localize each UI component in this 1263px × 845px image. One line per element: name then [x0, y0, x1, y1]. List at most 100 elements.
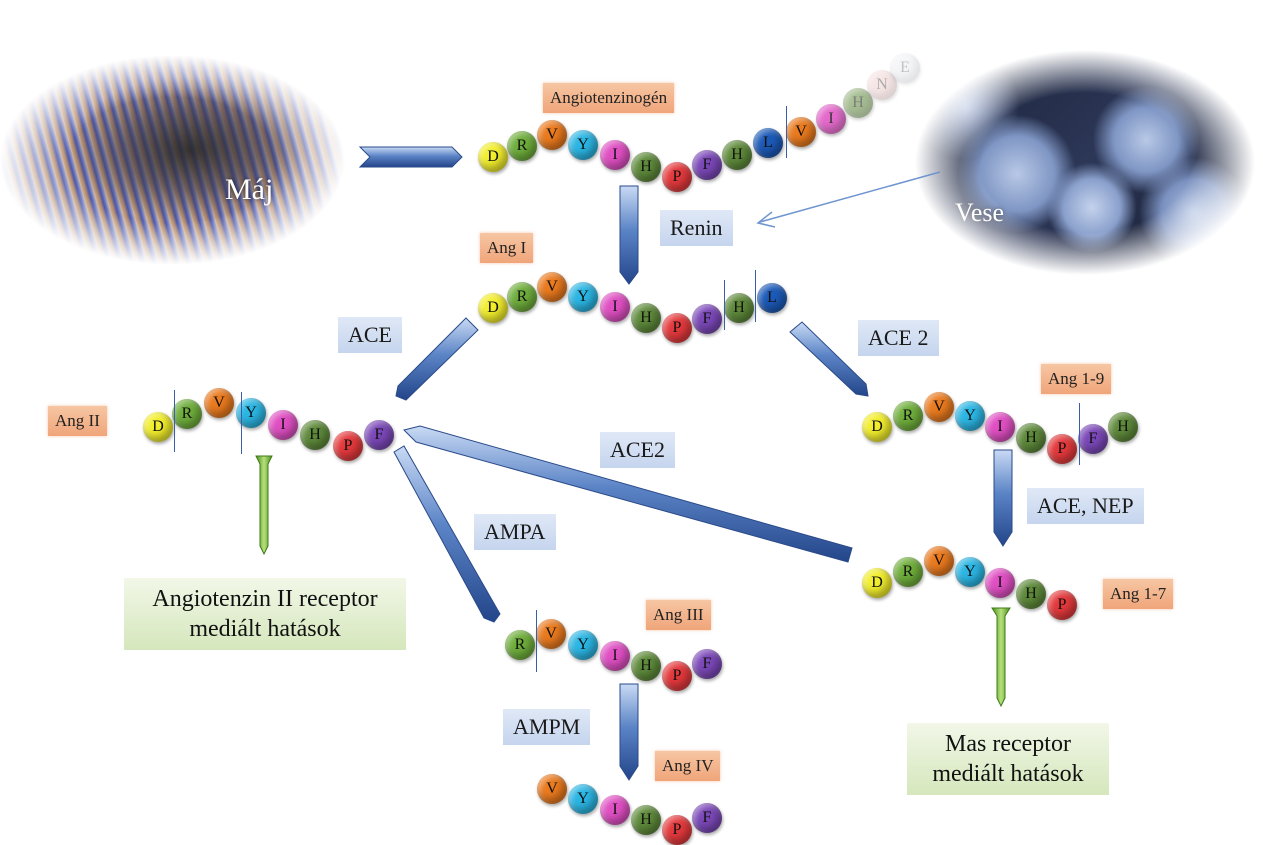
kidney-label: Vese — [955, 198, 1005, 227]
ang1-residue-F: F — [692, 304, 722, 334]
label-ang3: Ang III — [646, 600, 711, 630]
angiotensinogen-residue-H: H — [722, 140, 752, 170]
effect-at2-line1: Angiotenzin II receptor — [152, 586, 378, 612]
effect-mas-line1: Mas receptor — [945, 731, 1071, 757]
ang1-residue-Y: Y — [568, 282, 598, 312]
angiotensinogen-residue-V: V — [537, 120, 567, 150]
liver-label: Máj — [225, 173, 274, 206]
label-ang1: Ang I — [480, 233, 534, 263]
ang17-residue-P: P — [1047, 590, 1077, 620]
ang4-residue-H: H — [631, 805, 661, 835]
ang19-residue-Y: Y — [955, 401, 985, 431]
enzyme-ace-nep: ACE, NEP — [1027, 488, 1144, 524]
arrow-ang1-to-ang2 — [395, 317, 479, 401]
ang3-residue-V: V — [536, 619, 566, 649]
ang4-residue-I: I — [600, 795, 630, 825]
cleavage-ang1-a — [724, 280, 725, 330]
effect-mas-receptor: Mas receptor mediált hatások — [907, 723, 1109, 795]
cleavage-ang19 — [1079, 403, 1080, 465]
ang4-residue-F: F — [692, 803, 722, 833]
cleavage-ang2-a — [174, 390, 175, 452]
ang2-residue-R: R — [172, 399, 202, 429]
ang3-residue-I: I — [600, 641, 630, 671]
label-ang17: Ang 1-7 — [1103, 579, 1174, 609]
ang19-residue-D: D — [862, 412, 892, 442]
angiotensinogen-residue-H: H — [843, 88, 873, 118]
angiotensinogen-residue-E: E — [890, 53, 920, 83]
arrow-ang17-to-ang2 — [403, 425, 853, 563]
ang17-residue-H: H — [1016, 579, 1046, 609]
ang3-residue-H: H — [631, 651, 661, 681]
ang2-residue-I: I — [268, 410, 298, 440]
ang17-residue-D: D — [862, 568, 892, 598]
kidney-image: Vese — [915, 50, 1255, 275]
ang3-residue-R: R — [505, 630, 535, 660]
ang17-residue-I: I — [985, 568, 1015, 598]
angiotensinogen-residue-F: F — [692, 150, 722, 180]
ang17-residue-Y: Y — [955, 557, 985, 587]
effect-at2-receptor: Angiotenzin II receptor mediált hatások — [124, 578, 406, 650]
ang1-residue-V: V — [537, 272, 567, 302]
ang1-residue-R: R — [507, 282, 537, 312]
arrow-angiotensinogen-to-ang1 — [619, 185, 639, 285]
arrow-liver-to-angiotensinogen — [358, 146, 463, 168]
angiotensinogen-residue-I: I — [816, 104, 846, 134]
enzyme-ace2-right: ACE 2 — [858, 320, 939, 356]
ang19-residue-H: H — [1016, 423, 1046, 453]
enzyme-ace-left: ACE — [338, 317, 402, 353]
ang1-residue-H: H — [631, 303, 661, 333]
angiotensinogen-residue-P: P — [662, 162, 692, 192]
arrow-ang2-effects — [255, 455, 273, 556]
label-ang2: Ang II — [48, 406, 107, 436]
enzyme-renin: Renin — [660, 210, 733, 246]
ang2-residue-F: F — [364, 420, 394, 450]
ang19-residue-H: H — [1108, 412, 1138, 442]
ang19-residue-V: V — [924, 392, 954, 422]
ang2-residue-V: V — [204, 388, 234, 418]
ang19-residue-F: F — [1078, 424, 1108, 454]
angiotensinogen-residue-V: V — [786, 117, 816, 147]
ang17-residue-R: R — [893, 557, 923, 587]
ang3-residue-F: F — [692, 649, 722, 679]
arrow-kidney-to-renin-head — [756, 211, 776, 228]
ang19-residue-I: I — [985, 412, 1015, 442]
ang2-residue-H: H — [300, 420, 330, 450]
ang4-residue-V: V — [537, 774, 567, 804]
arrow-kidney-to-renin — [759, 171, 941, 223]
arrow-ang19-to-ang17 — [993, 449, 1013, 547]
arrow-ang1-to-ang19 — [789, 321, 869, 397]
angiotensinogen-residue-N: N — [867, 70, 897, 100]
effect-at2-line2: mediált hatások — [189, 616, 341, 642]
angiotensinogen-residue-I: I — [600, 140, 630, 170]
label-angiotensinogen: Angiotenzinogén — [543, 83, 675, 113]
ang17-residue-V: V — [924, 546, 954, 576]
label-ang19: Ang 1-9 — [1041, 364, 1112, 394]
label-ang4: Ang IV — [655, 751, 721, 781]
ang19-residue-P: P — [1047, 434, 1077, 464]
angiotensinogen-residue-D: D — [478, 142, 508, 172]
cleavage-ang2-b — [241, 392, 242, 454]
cleavage-angiotensinogen — [786, 106, 787, 158]
cleavage-ang1-b — [755, 270, 756, 322]
ang4-residue-P: P — [662, 815, 692, 845]
effect-mas-line2: mediált hatások — [932, 761, 1084, 787]
ang1-residue-H: H — [724, 293, 754, 323]
enzyme-ace2-middle: ACE2 — [600, 432, 675, 468]
ang3-residue-P: P — [662, 661, 692, 691]
liver-image: Máj — [0, 55, 345, 265]
enzyme-ampm: AMPM — [503, 709, 591, 745]
ang1-residue-L: L — [757, 283, 787, 313]
ang2-residue-D: D — [143, 412, 173, 442]
enzyme-ampa: AMPA — [474, 514, 556, 550]
ang1-residue-I: I — [600, 292, 630, 322]
arrow-ang17-effects — [991, 607, 1011, 708]
arrow-ang2-to-ang3 — [393, 445, 501, 623]
ang19-residue-R: R — [893, 401, 923, 431]
ang4-residue-Y: Y — [568, 784, 598, 814]
angiotensinogen-residue-L: L — [753, 128, 783, 158]
cleavage-ang3 — [536, 610, 537, 672]
ang2-residue-P: P — [333, 431, 363, 461]
ang3-residue-Y: Y — [568, 630, 598, 660]
